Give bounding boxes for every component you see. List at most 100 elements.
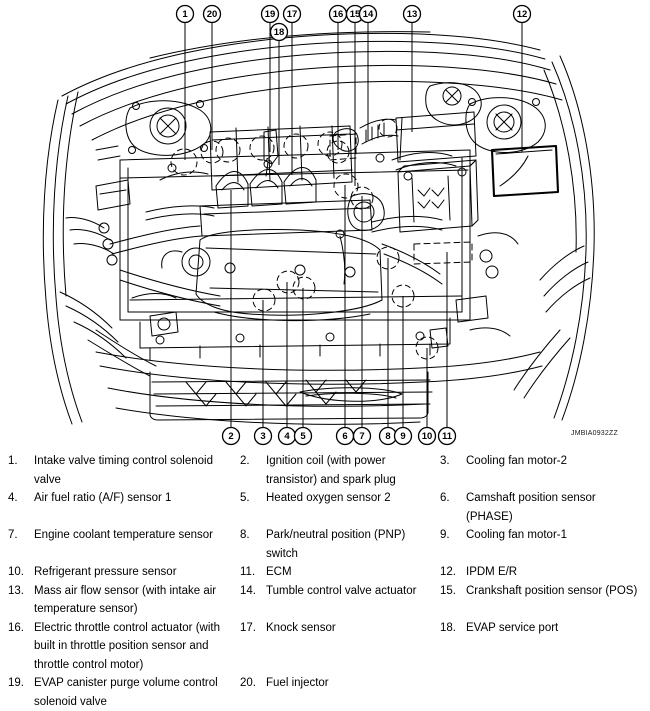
callout-12-label: 12	[517, 9, 528, 20]
hidden-component-markers	[329, 133, 473, 265]
legend-number: 10.	[8, 566, 24, 578]
vehicle-line-art	[42, 31, 595, 425]
callout-16-label: 16	[333, 9, 344, 20]
left-side-components	[95, 145, 179, 337]
legend-label: Crankshaft position sensor (POS)	[466, 584, 638, 597]
callout-1[interactable]: 1	[175, 4, 195, 24]
legend-label: Park/neutral position (PNP) switch	[266, 529, 406, 560]
legend-label: EVAP service port	[466, 621, 559, 634]
front-bumper	[87, 329, 543, 425]
callout-3[interactable]: 3	[253, 426, 273, 446]
legend-number: 8.	[240, 529, 250, 541]
legend-item-17: 17. Knock sensor	[240, 619, 440, 638]
engine-compartment-diagram: 1 20 19 18 17 16 15 14 13 12 2 3 4 5 6 7…	[42, 4, 595, 446]
legend-label: EVAP canister purge volume control solen…	[34, 677, 218, 708]
legend-item-4: 4. Air fuel ratio (A/F) sensor 1	[0, 489, 240, 508]
legend-number: 5.	[240, 492, 250, 504]
callout-8-label: 8	[385, 431, 390, 442]
legend-number: 1.	[8, 455, 18, 467]
right-strut-tower	[465, 97, 546, 153]
legend-label: Ignition coil (with power transistor) an…	[266, 455, 396, 486]
reservoir	[425, 82, 482, 126]
legend-item-12: 12. IPDM E/R	[440, 563, 650, 582]
legend-number: 15.	[440, 584, 456, 597]
callout-7[interactable]: 7	[352, 426, 372, 446]
callout-markers: 1 20 19 18 17 16 15 14 13 12 2 3 4 5 6 7…	[175, 4, 532, 446]
cowl-panel	[61, 31, 563, 141]
callout-19[interactable]: 19	[260, 4, 280, 24]
callout-10[interactable]: 10	[417, 426, 437, 446]
callout-5[interactable]: 5	[293, 426, 313, 446]
callout-14-label: 14	[363, 9, 374, 20]
legend-item-13: 13. Mass air flow sensor (with intake ai…	[0, 582, 240, 619]
legend-item-3: 3. Cooling fan motor-2	[440, 452, 650, 471]
legend-item-7: 7. Engine coolant temperature sensor	[0, 526, 240, 545]
callout-19-label: 19	[265, 9, 276, 20]
legend-label: Refrigerant pressure sensor	[34, 566, 177, 578]
legend-row: 19. EVAP canister purge volume control s…	[0, 674, 650, 711]
legend-item-18: 18. EVAP service port	[440, 619, 650, 638]
legend-item-10: 10. Refrigerant pressure sensor	[0, 563, 240, 582]
legend-item-8: 8. Park/neutral position (PNP) switch	[240, 526, 440, 563]
legend-label: Fuel injector	[266, 677, 329, 689]
legend-label: Camshaft position sensor (PHASE)	[466, 492, 596, 523]
callout-4[interactable]: 4	[277, 426, 297, 446]
legend-row: 1. Intake valve timing control solenoid …	[0, 452, 650, 489]
legend-number: 3.	[440, 455, 450, 467]
legend-label: Electric throttle control actuator (with…	[34, 621, 220, 671]
callout-17[interactable]: 17	[282, 4, 302, 24]
legend-label: Intake valve timing control solenoid val…	[34, 455, 213, 486]
legend-label: Tumble control valve actuator	[266, 584, 417, 597]
legend-label: ECM	[266, 566, 292, 578]
callout-16[interactable]: 16	[328, 4, 348, 24]
legend-item-1: 1. Intake valve timing control solenoid …	[0, 452, 240, 489]
legend-label: Mass air flow sensor (with intake air te…	[34, 584, 217, 616]
drawing-reference-code: JMBIA0932ZZ	[571, 430, 618, 437]
legend-number: 2.	[240, 455, 250, 467]
callout-11-label: 11	[442, 431, 453, 442]
callout-18[interactable]: 18	[269, 22, 289, 42]
callout-12[interactable]: 12	[512, 4, 532, 24]
callout-14[interactable]: 14	[358, 4, 378, 24]
callout-1-label: 1	[182, 9, 188, 20]
legend-item-19: 19. EVAP canister purge volume control s…	[0, 674, 240, 711]
right-fender	[513, 55, 595, 421]
engine-assembly	[161, 125, 385, 322]
legend-item-11: 11. ECM	[240, 563, 440, 582]
callout-9-label: 9	[400, 431, 405, 442]
legend-label: IPDM E/R	[466, 566, 518, 578]
callout-6[interactable]: 6	[335, 426, 355, 446]
callout-20[interactable]: 20	[202, 4, 222, 24]
legend-label: Air fuel ratio (A/F) sensor 1	[34, 492, 172, 504]
callout-13[interactable]: 13	[402, 4, 422, 24]
legend-item-20: 20. Fuel injector	[240, 674, 440, 693]
legend-number: 19.	[8, 677, 24, 689]
legend-row: 4. Air fuel ratio (A/F) sensor 1 5. Heat…	[0, 489, 650, 526]
legend-label: Engine coolant temperature sensor	[34, 529, 213, 541]
legend-number: 7.	[8, 529, 18, 541]
legend-item-5: 5. Heated oxygen sensor 2	[240, 489, 440, 508]
legend-number: 17.	[240, 621, 256, 634]
callout-2[interactable]: 2	[221, 426, 241, 446]
legend-row: 13. Mass air flow sensor (with intake ai…	[0, 582, 650, 619]
component-legend: 1. Intake valve timing control solenoid …	[0, 452, 650, 711]
legend-number: 6.	[440, 492, 450, 504]
legend-number: 13.	[8, 584, 24, 597]
callout-3-label: 3	[260, 431, 265, 442]
legend-row: 16. Electric throttle control actuator (…	[0, 619, 650, 675]
legend-number: 11.	[240, 566, 256, 578]
legend-number: 12.	[440, 566, 456, 578]
callout-11[interactable]: 11	[437, 426, 457, 446]
legend-item-2: 2. Ignition coil (with power transistor)…	[240, 452, 440, 489]
callout-2-label: 2	[228, 431, 233, 442]
battery	[397, 159, 479, 233]
legend-number: 20.	[240, 677, 256, 689]
callout-4-label: 4	[284, 431, 290, 442]
legend-row: 10. Refrigerant pressure sensor 11. ECM …	[0, 563, 650, 582]
hoses-and-harness	[109, 152, 457, 307]
legend-label: Cooling fan motor-2	[466, 455, 567, 467]
legend-item-16: 16. Electric throttle control actuator (…	[0, 619, 240, 675]
callout-9[interactable]: 9	[393, 426, 413, 446]
callout-6-label: 6	[342, 431, 347, 442]
callout-leader-lines	[184, 23, 523, 427]
